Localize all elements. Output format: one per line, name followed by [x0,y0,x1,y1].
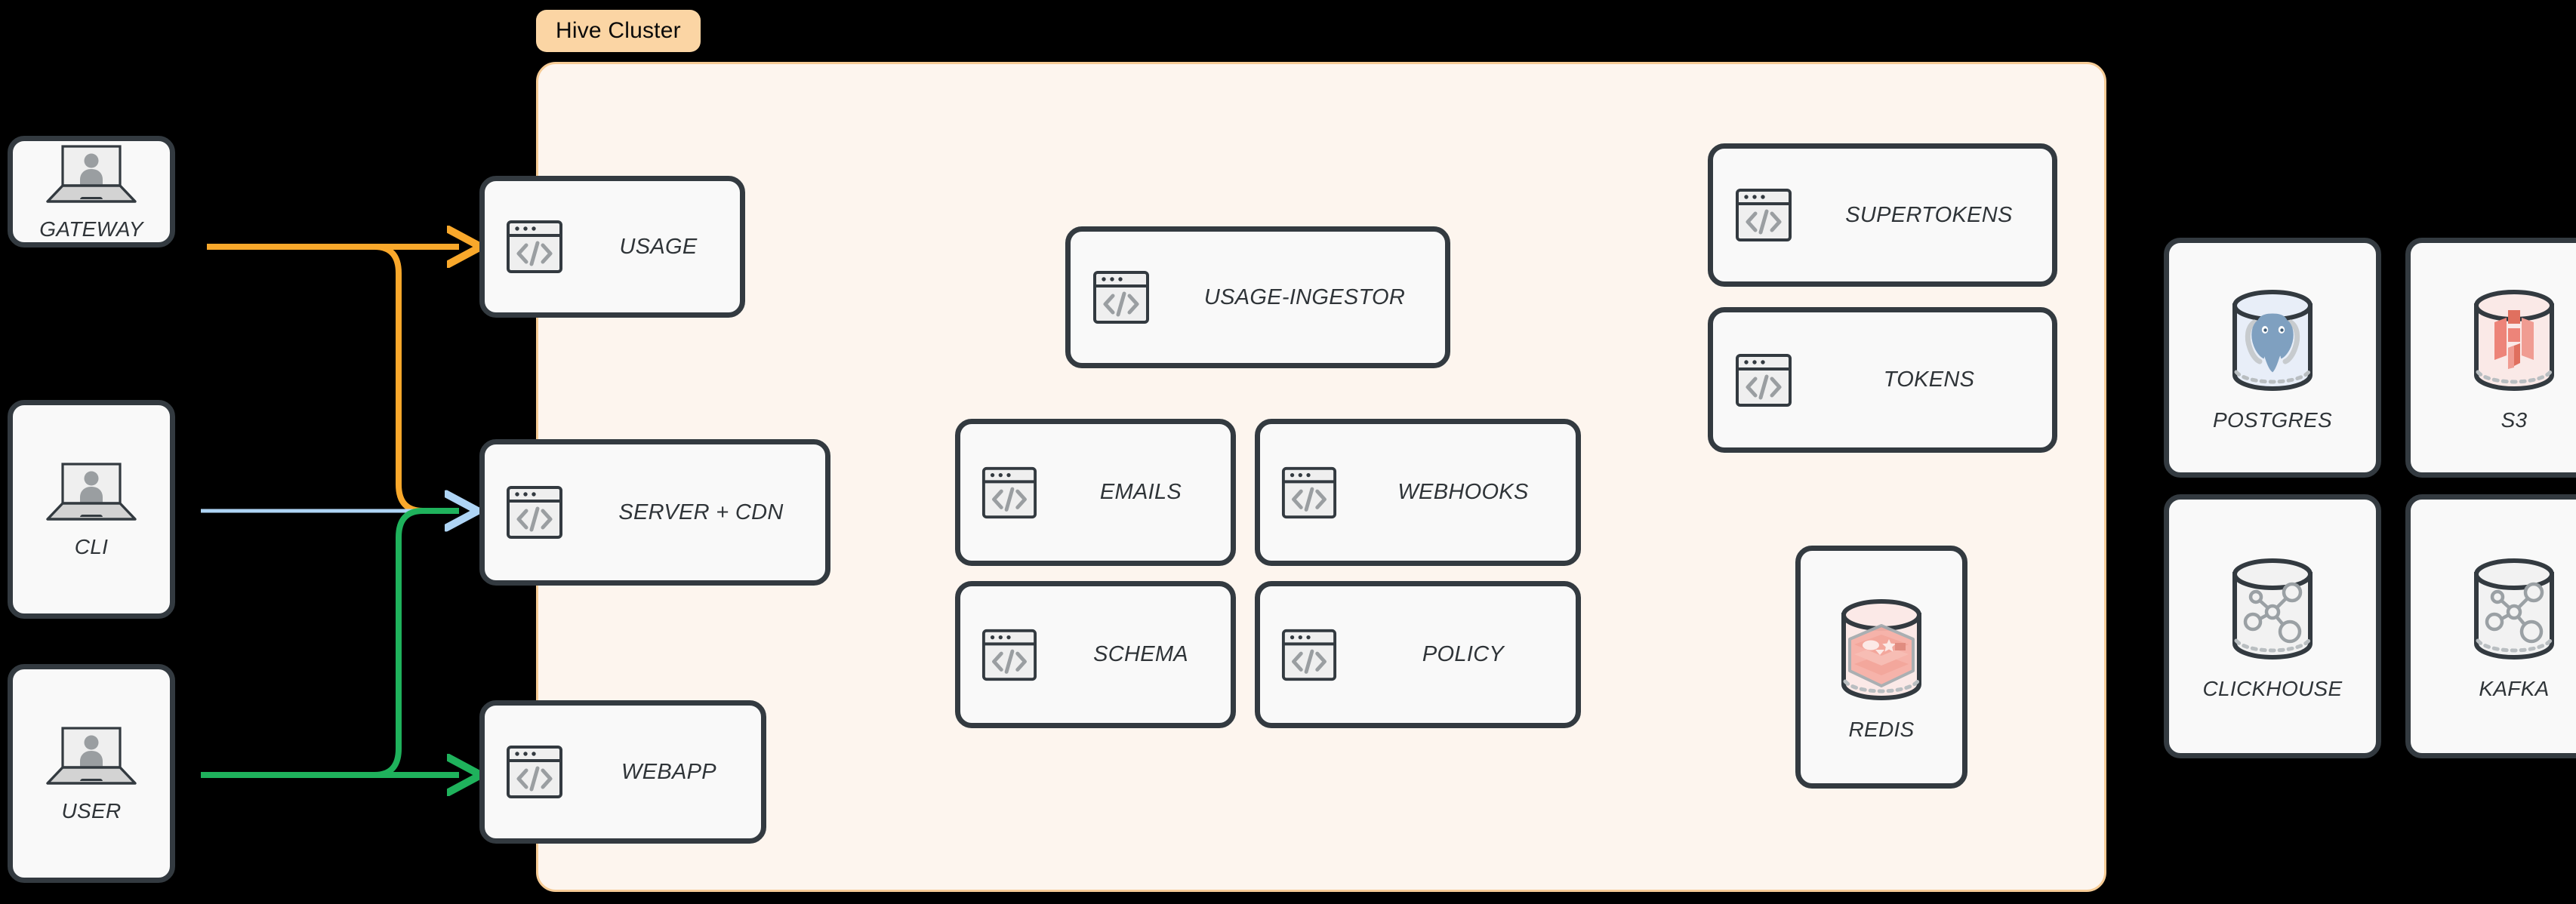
datastore-node-label: KAFKA [2479,677,2550,700]
wire-user-to-server-cdn [201,508,459,778]
graph-cylinder-icon [2218,552,2327,666]
datastore-node-clickhouse[interactable]: CLICKHOUSE [2164,494,2381,758]
client-node-user[interactable]: USER [8,664,175,883]
postgres-cylinder-icon [2218,283,2327,398]
code-window-icon [1260,626,1358,684]
service-node-webhooks[interactable]: WEBHOOKS [1255,419,1581,566]
laptop-user-icon [43,460,140,524]
service-node-tokens[interactable]: TOKENS [1708,307,2057,453]
datastore-node-label: S3 [2501,408,2528,432]
service-node-label: SUPERTOKENS [1845,202,2013,227]
service-node-label: POLICY [1422,642,1505,666]
client-node-gateway[interactable]: GATEWAY [8,136,175,248]
service-node-label: WEBAPP [621,759,716,784]
redis-cylinder-icon [1829,592,1934,707]
datastore-node-kafka[interactable]: KAFKA [2405,494,2576,758]
client-node-label: USER [61,799,122,823]
service-node-webapp[interactable]: WEBAPP [479,700,766,844]
code-window-icon [485,217,584,276]
wire-gateway-to-server-cdn [207,244,459,514]
code-window-icon [1713,351,1813,410]
service-node-label: TOKENS [1883,367,1975,392]
service-node-label: EMAILS [1099,480,1182,504]
client-node-cli[interactable]: CLI [8,400,175,619]
service-node-label: SCHEMA [1093,642,1188,666]
service-node-label: USAGE-INGESTOR [1203,284,1406,309]
code-window-icon [960,626,1058,684]
graph-cylinder-icon [2460,552,2568,666]
hive-cluster-badge: Hive Cluster [536,10,701,52]
service-node-label: WEBHOOKS [1397,480,1529,504]
hive-cluster-badge-label: Hive Cluster [556,18,681,43]
datastore-node-label: CLICKHOUSE [2202,677,2343,700]
datastore-node-label: REDIS [1848,718,1915,741]
laptop-user-icon [43,724,140,789]
service-node-usage-ingestor[interactable]: USAGE-INGESTOR [1065,226,1450,368]
service-node-schema[interactable]: SCHEMA [955,581,1236,728]
service-node-label: SERVER + CDN [618,500,784,524]
service-node-label: USAGE [619,234,698,259]
code-window-icon [1071,268,1172,327]
service-node-usage[interactable]: USAGE [479,176,745,318]
service-node-server-cdn[interactable]: SERVER + CDN [479,439,830,586]
code-window-icon [485,483,584,542]
code-window-icon [1713,186,1813,244]
datastore-node-s3[interactable]: S3 [2405,238,2576,478]
code-window-icon [960,464,1058,521]
datastore-node-redis[interactable]: REDIS [1795,546,1967,789]
code-window-icon [485,743,584,801]
client-node-label: GATEWAY [39,217,143,241]
laptop-user-icon [43,142,140,207]
code-window-icon [1260,464,1358,521]
service-node-supertokens[interactable]: SUPERTOKENS [1708,143,2057,287]
service-node-policy[interactable]: POLICY [1255,581,1581,728]
client-node-label: CLI [74,535,109,558]
datastore-node-label: POSTGRES [2213,408,2332,432]
s3-cylinder-icon [2460,283,2568,398]
service-node-emails[interactable]: EMAILS [955,419,1236,566]
datastore-node-postgres[interactable]: POSTGRES [2164,238,2381,478]
